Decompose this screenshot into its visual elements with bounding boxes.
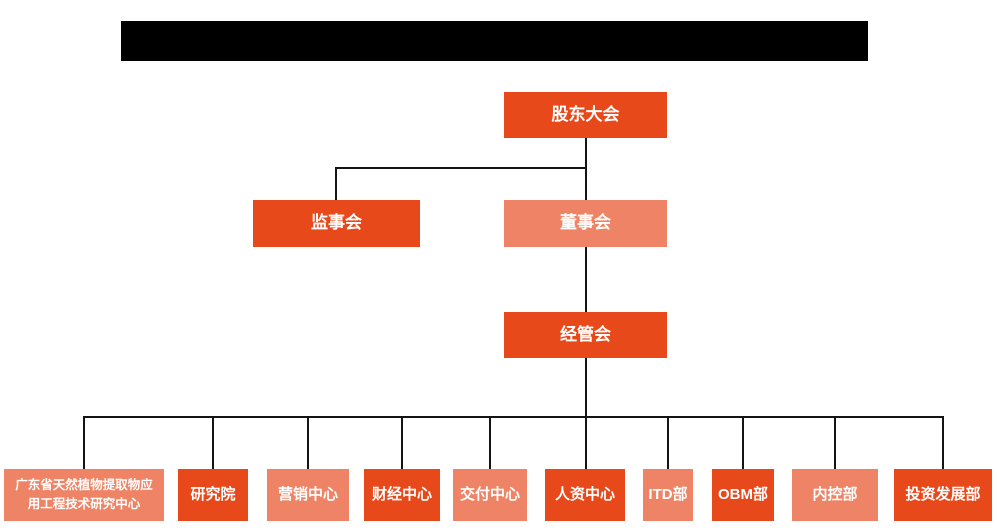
connector-drop-2 (212, 416, 214, 469)
connector-board-to-mgmt (585, 247, 587, 312)
connector-drop-10 (942, 416, 944, 469)
node-dept-obm: OBM部 (712, 469, 774, 521)
node-shareholders-meeting: 股东大会 (504, 92, 667, 138)
connector-drop-4 (401, 416, 403, 469)
connector-drop-1 (83, 416, 85, 469)
node-dept-research-center: 广东省天然植物提取物应 用工程技术研究中心 (4, 469, 164, 521)
connector-mgmt-down (585, 358, 587, 417)
dept-label-line1: 广东省天然植物提取物应 (15, 478, 153, 493)
node-board-of-directors: 董事会 (504, 200, 667, 247)
node-dept-investment-development: 投资发展部 (894, 469, 992, 521)
connector-drop-5 (489, 416, 491, 469)
connector-drop-3 (307, 416, 309, 469)
connector-root-vertical (585, 138, 587, 200)
connector-drop-6 (585, 416, 587, 469)
redacted-title-bar (121, 21, 868, 61)
node-management-committee: 经管会 (504, 312, 667, 358)
connector-level2-horizontal (335, 167, 587, 169)
connector-drop-9 (834, 416, 836, 469)
connector-departments-horizontal (83, 416, 944, 418)
node-dept-finance-center: 财经中心 (364, 469, 440, 521)
node-dept-delivery-center: 交付中心 (453, 469, 527, 521)
dept-label-line2: 用工程技术研究中心 (27, 497, 141, 511)
node-dept-research-institute: 研究院 (178, 469, 248, 521)
node-dept-internal-control: 内控部 (792, 469, 878, 521)
node-dept-marketing-center: 营销中心 (267, 469, 349, 521)
node-dept-hr-center: 人资中心 (545, 469, 625, 521)
node-supervisory-board: 监事会 (253, 200, 420, 247)
node-dept-itd: ITD部 (643, 469, 693, 521)
connector-supervisory-vertical (335, 167, 337, 200)
connector-drop-8 (742, 416, 744, 469)
connector-drop-7 (667, 416, 669, 469)
